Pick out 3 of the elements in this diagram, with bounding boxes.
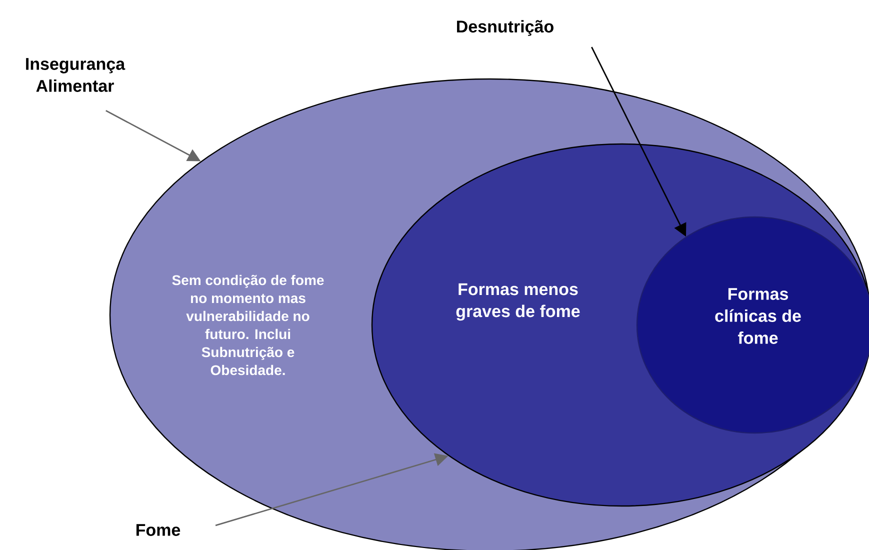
callout-label: Fome xyxy=(136,524,180,536)
callout-label: Desnutrição xyxy=(457,20,554,36)
ellipse-region: Formas clínicas de fome xyxy=(636,216,869,434)
